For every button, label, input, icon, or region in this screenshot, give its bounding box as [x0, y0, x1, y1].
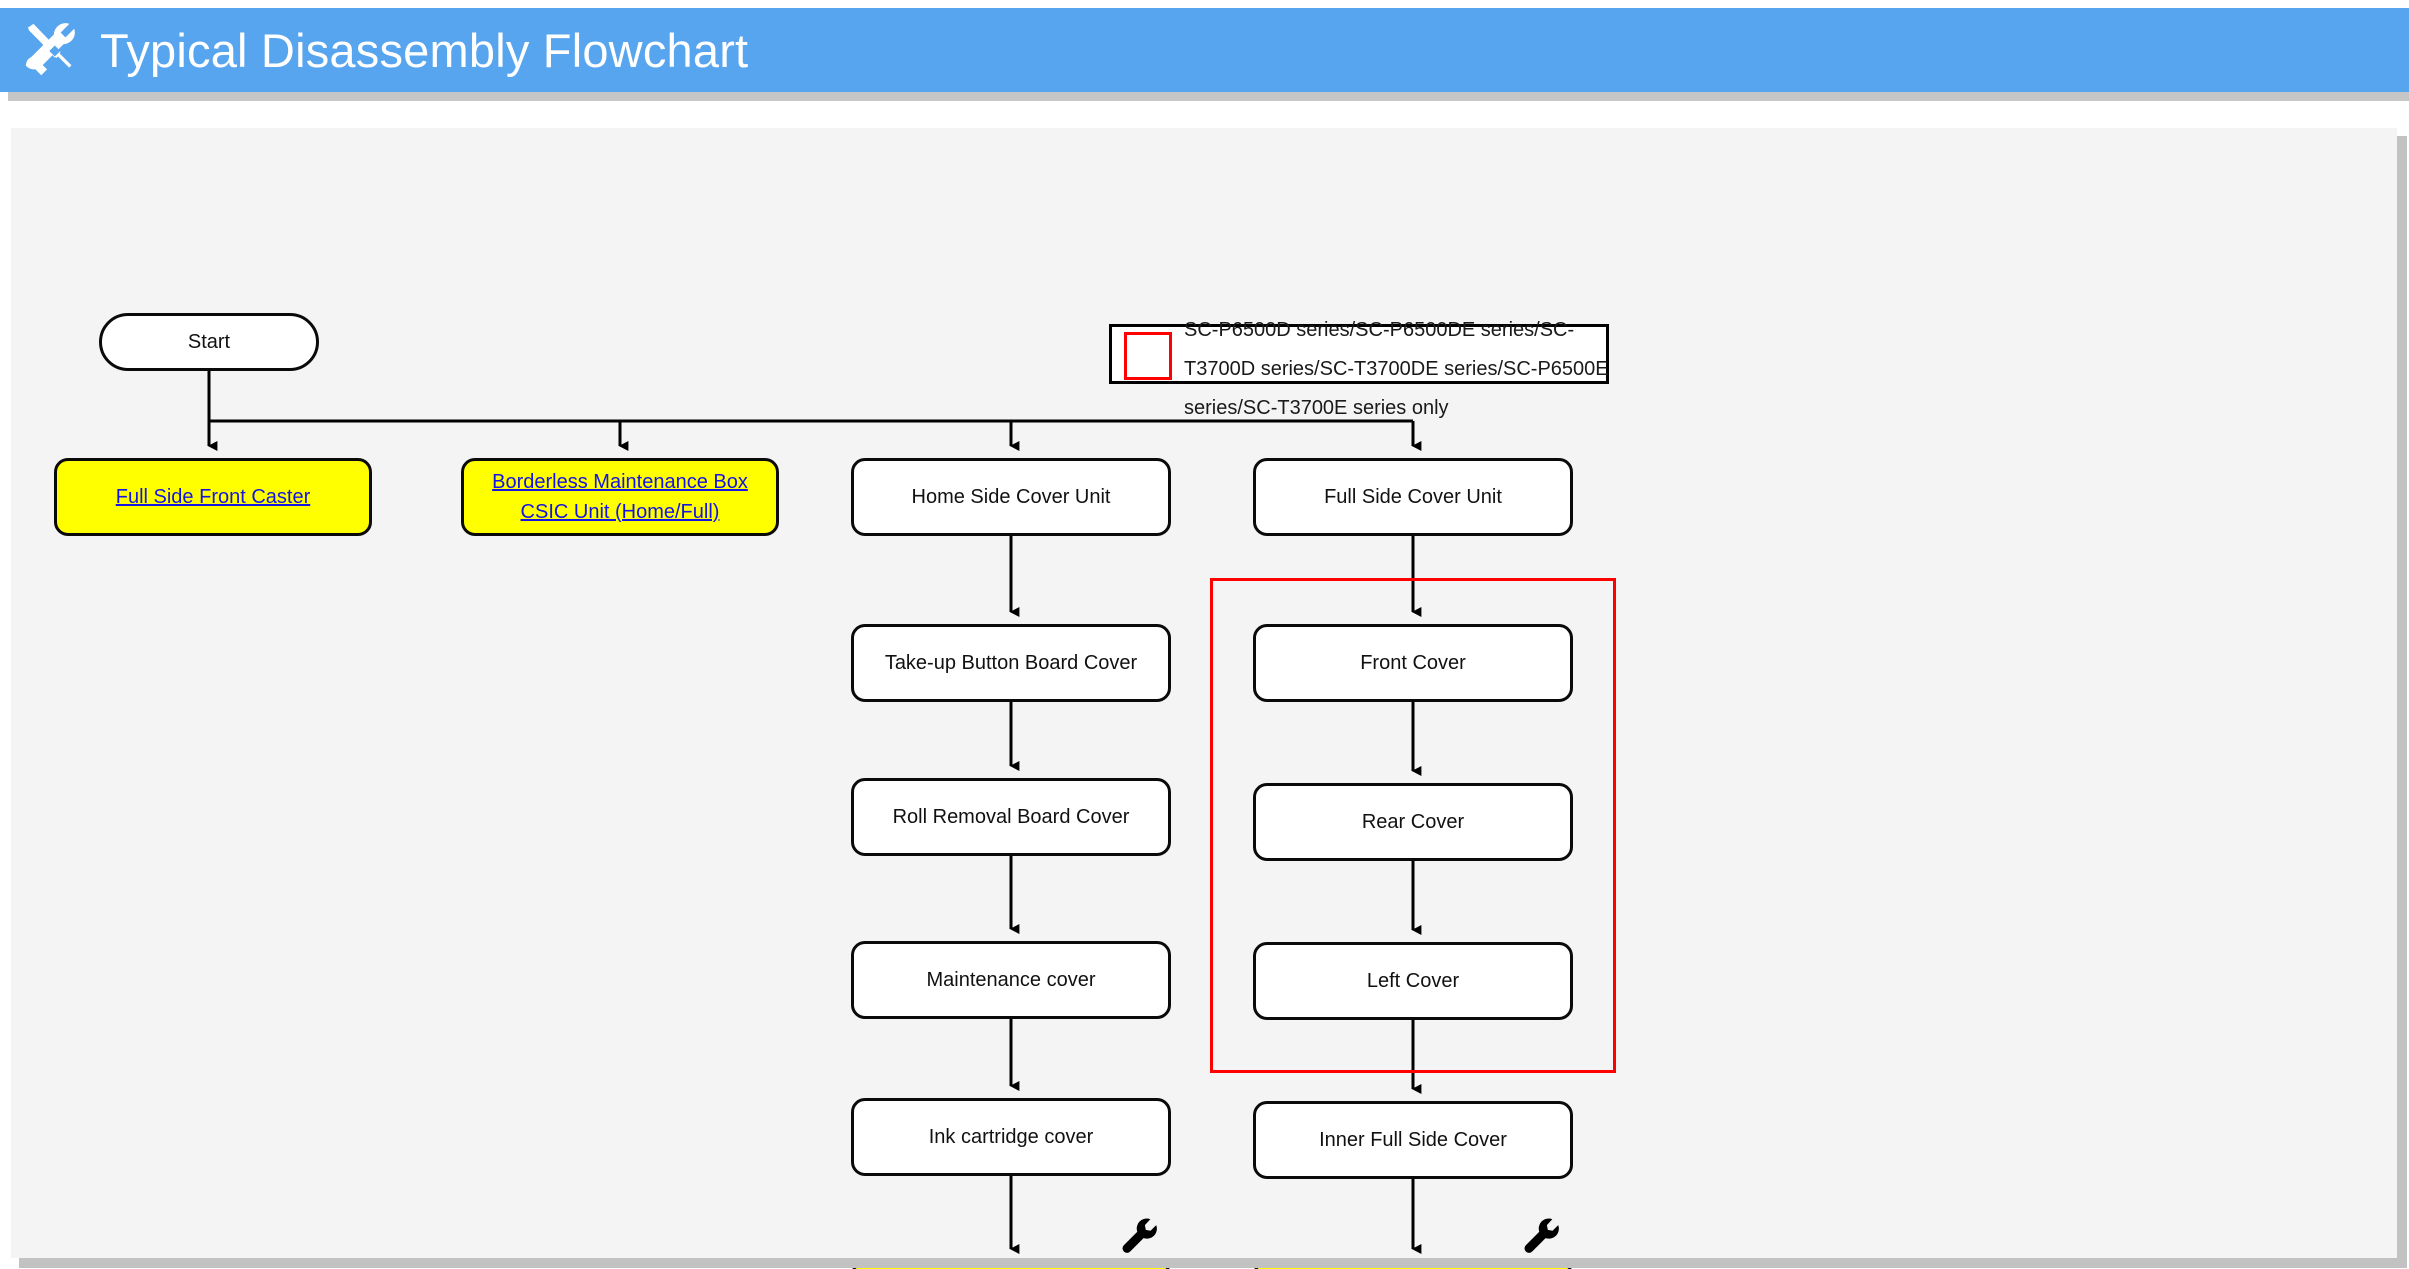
node-left-cover: Left Cover	[1253, 942, 1573, 1020]
node-inner-full-side-cover: Inner Full Side Cover	[1253, 1101, 1573, 1179]
header-shadow	[8, 92, 2409, 101]
wrench-cutter-maintenance-cover-sensor	[1520, 1215, 1562, 1257]
node-label-ink-cartridge-cover: Ink cartridge cover	[928, 1126, 1094, 1148]
wrench-ink-cartridge-holder-cover-sensor	[1118, 1215, 1160, 1257]
node-maintenance-cover: Maintenance cover	[851, 941, 1171, 1019]
node-label-full-side-cover-unit: Full Side Cover Unit	[1324, 486, 1502, 508]
legend-box: SC-P6500D series/SC-P6500DE series/SC-T3…	[1109, 319, 1609, 419]
wrench-screwdriver-icon	[25, 23, 75, 76]
flowchart-canvas: SC-P6500D series/SC-P6500DE series/SC-T3…	[11, 128, 2397, 1269]
model-specific-group-frame	[1210, 578, 1616, 1073]
node-label-take-up-button-board-cover: Take-up Button Board Cover	[884, 652, 1138, 674]
node-full-side-front-caster[interactable]: Full Side Front Caster	[54, 458, 372, 536]
node-label-left-cover: Left Cover	[1366, 970, 1460, 992]
node-ink-cartridge-cover: Ink cartridge cover	[851, 1098, 1171, 1176]
node-rear-cover: Rear Cover	[1253, 783, 1573, 861]
app-header: Typical Disassembly Flowchart	[0, 8, 2409, 92]
page-title: Typical Disassembly Flowchart	[100, 23, 749, 77]
node-home-side-cover-unit: Home Side Cover Unit	[851, 458, 1171, 536]
node-label-home-side-cover-unit: Home Side Cover Unit	[911, 486, 1111, 508]
node-label-inner-full-side-cover: Inner Full Side Cover	[1319, 1129, 1507, 1151]
node-label-full-side-front-caster[interactable]: Full Side Front Caster	[115, 486, 311, 508]
node-label-rear-cover: Rear Cover	[1361, 811, 1465, 833]
node-label-roll-removal-board-cover: Roll Removal Board Cover	[892, 806, 1130, 828]
node-front-cover: Front Cover	[1253, 624, 1573, 702]
node-full-side-cover-unit: Full Side Cover Unit	[1253, 458, 1573, 536]
flowchart-edges	[207, 371, 1422, 1254]
node-borderless-mb-csic[interactable]: Borderless Maintenance Box CSIC Unit (Ho…	[461, 458, 779, 536]
node-label-front-cover: Front Cover	[1360, 652, 1466, 674]
node-label-start: Start	[187, 331, 231, 353]
canvas-shadow-right	[2397, 136, 2407, 1258]
node-start: Start	[99, 313, 319, 371]
node-take-up-button-board-cover: Take-up Button Board Cover	[851, 624, 1171, 702]
node-roll-removal-board-cover: Roll Removal Board Cover	[851, 778, 1171, 856]
legend-color-swatch	[1124, 332, 1172, 380]
canvas-shadow-bottom	[19, 1258, 2407, 1268]
node-label-borderless-mb-csic[interactable]: Borderless Maintenance Box CSIC Unit (Ho…	[492, 471, 748, 523]
node-label-maintenance-cover: Maintenance cover	[926, 969, 1096, 991]
legend-text: SC-P6500D series/SC-P6500DE series/SC-T3…	[1184, 319, 1609, 419]
